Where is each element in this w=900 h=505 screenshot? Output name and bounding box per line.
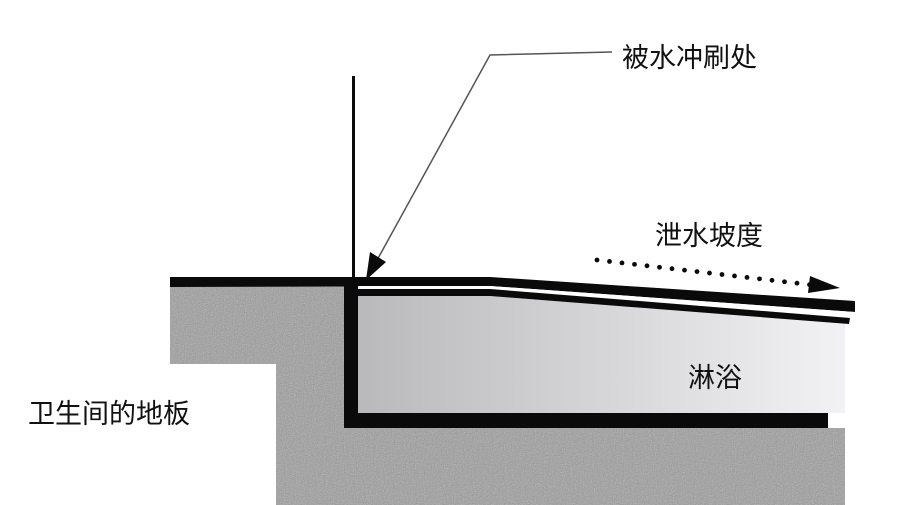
slope-dot [757,276,762,282]
slope-dot [619,260,625,266]
floor-surface-line [170,277,855,312]
screed-line [357,289,850,324]
slope-dot [594,257,600,263]
slope-dot [744,275,750,280]
shower-pan-wall [344,285,358,428]
slope-dot [607,259,612,264]
waterproof-white-line [357,286,855,314]
slope-dot [794,280,800,286]
slope-dot [732,273,737,279]
slope-dot [644,263,650,269]
slope-dot [782,279,787,285]
concrete-slab [170,284,845,505]
slope-dot [694,269,700,274]
slope-arrowhead-icon [808,276,840,293]
slope-dot [719,272,725,277]
label-shower: 淋浴 [688,363,742,394]
wall-line [352,76,355,284]
slope-dot [707,270,712,276]
label-drain-slope: 泄水坡度 [655,221,763,252]
pointer-line [375,51,613,263]
shower-area [357,296,845,413]
slope-dotted-line [594,257,812,288]
slope-dot [682,267,687,273]
slope-dot [669,266,675,272]
pointer-arrowhead-icon [366,252,386,280]
label-bathroom-floor: 卫生间的地板 [28,399,190,430]
slope-dot [769,277,775,283]
label-washed-area: 被水冲刷处 [622,43,757,74]
slope-dot [632,261,637,267]
slope-dot [657,264,662,270]
shower-pan-base [344,413,828,428]
